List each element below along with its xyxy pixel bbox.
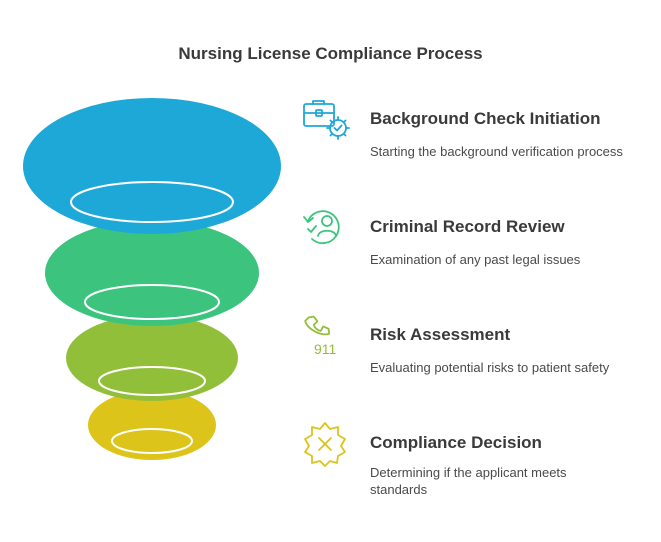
funnel-stage-1-body xyxy=(23,98,281,234)
icon-911-label: 911 xyxy=(314,341,337,357)
step-4-title: Compliance Decision xyxy=(370,433,542,452)
briefcase-gear-icon xyxy=(303,100,350,140)
funnel-stage-4-ring xyxy=(111,428,193,454)
step-2-title: Criminal Record Review xyxy=(370,217,565,236)
step-3-title: Risk Assessment xyxy=(370,325,511,344)
phone-911-icon: 911 xyxy=(304,315,337,357)
person-history-icon xyxy=(303,210,340,245)
funnel-stage-4-body xyxy=(88,390,216,460)
step-3-description: Evaluating potential risks to patient sa… xyxy=(370,360,610,375)
step-2-description: Examination of any past legal issues xyxy=(370,252,581,267)
funnel-stage-3-ring xyxy=(98,366,206,396)
step-1-description: Starting the background verification pro… xyxy=(370,144,623,159)
funnel-stage-1 xyxy=(23,98,281,234)
funnel-stage-2-ring xyxy=(84,284,220,320)
diagram-title: Nursing License Compliance Process xyxy=(178,44,483,63)
funnel-stage-1-ring xyxy=(70,181,234,223)
x-badge-icon xyxy=(304,422,346,467)
funnel-stage-3-body xyxy=(66,315,238,401)
funnel-stage-2 xyxy=(45,220,259,326)
step-4-description: Determining if the applicant meets stand… xyxy=(370,465,567,497)
funnel-stage-2-body xyxy=(45,220,259,326)
step-1-title: Background Check Initiation xyxy=(370,109,601,128)
funnel-stage-3 xyxy=(66,315,238,401)
funnel-stage-4 xyxy=(88,390,216,460)
